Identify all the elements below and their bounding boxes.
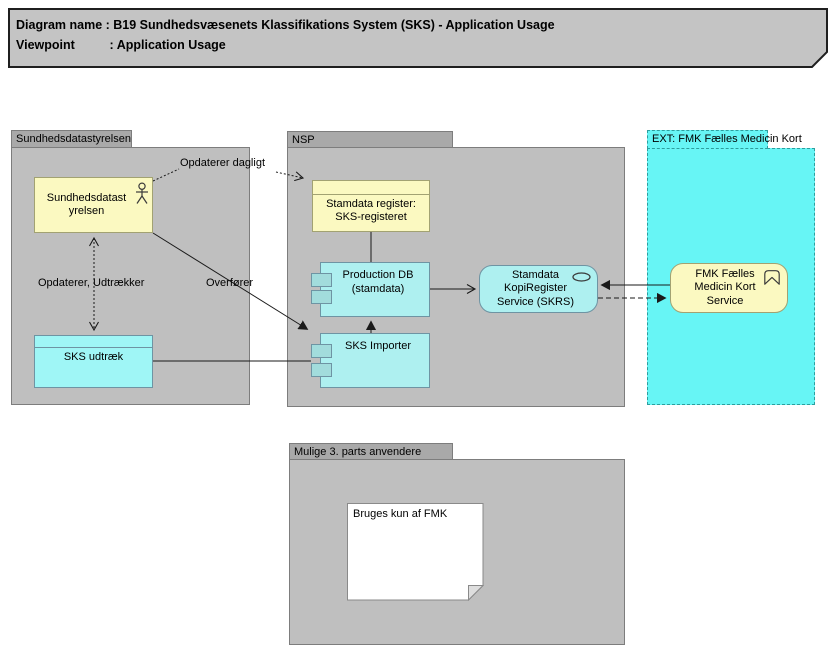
group-tab-nsp[interactable]: NSP: [287, 131, 453, 148]
node-label: FMK Fælles Medicin Kort Service: [694, 267, 756, 307]
diagram-title-line2: Viewpoint : Application Usage: [16, 38, 226, 52]
component-icon: [311, 273, 332, 287]
node-production-db[interactable]: Production DB (stamdata): [311, 262, 430, 317]
group-tab-sundhedsdatastyrelsen[interactable]: Sundhedsdatastyrelsen: [11, 130, 132, 148]
connection-label-opdaterer-dagligt: Opdaterer dagligt: [180, 157, 265, 169]
group-tab-ext-fmk[interactable]: EXT: FMK Fælles Medicin Kort: [647, 130, 802, 149]
title-box-shape: [8, 8, 828, 68]
component-icon: [311, 363, 332, 377]
node-label: Stamdata KopiRegister Service (SKRS): [496, 268, 575, 308]
node-label: SKS udtræk: [63, 351, 124, 363]
diagram-title-box: Diagram name : B19 Sundhedsvæsenets Klas…: [8, 8, 829, 68]
note-text: Bruges kun af FMK: [353, 508, 448, 520]
note-shape: [347, 503, 485, 602]
component-icon: [311, 290, 332, 304]
connection-label-overfoerer: Overfører: [206, 277, 254, 289]
node-label: Sundhedsdatast yrelsen: [46, 191, 127, 218]
actor-icon: [136, 182, 148, 204]
connection-label-opdaterer-udtraekker: Opdaterer, Udtrækker: [38, 277, 145, 289]
node-fmk-service[interactable]: FMK Fælles Medicin Kort Service: [670, 263, 788, 313]
group-tab-mulige-3-parts[interactable]: Mulige 3. parts anvendere: [289, 443, 453, 460]
node-label: Production DB (stamdata): [342, 269, 414, 295]
note-bruges-kun-af-fmk[interactable]: Bruges kun af FMK: [347, 503, 485, 602]
diagram-title-line1: Diagram name : B19 Sundhedsvæsenets Klas…: [16, 18, 555, 32]
service-ellipse-icon: [572, 272, 591, 282]
node-label: Stamdata register: SKS-registeret: [326, 197, 416, 224]
node-sks-importer[interactable]: SKS Importer: [311, 333, 430, 388]
component-icon: [311, 344, 332, 358]
node-sks-udtraek[interactable]: SKS udtræk: [34, 335, 153, 388]
banner-chevron-icon: [764, 270, 780, 285]
node-sundhedsdatastyrelsen-actor[interactable]: Sundhedsdatast yrelsen: [34, 177, 153, 233]
node-label: SKS Importer: [344, 340, 412, 352]
node-skrs-service[interactable]: Stamdata KopiRegister Service (SKRS): [479, 265, 598, 313]
node-stamdata-register[interactable]: Stamdata register: SKS-registeret: [312, 180, 430, 232]
